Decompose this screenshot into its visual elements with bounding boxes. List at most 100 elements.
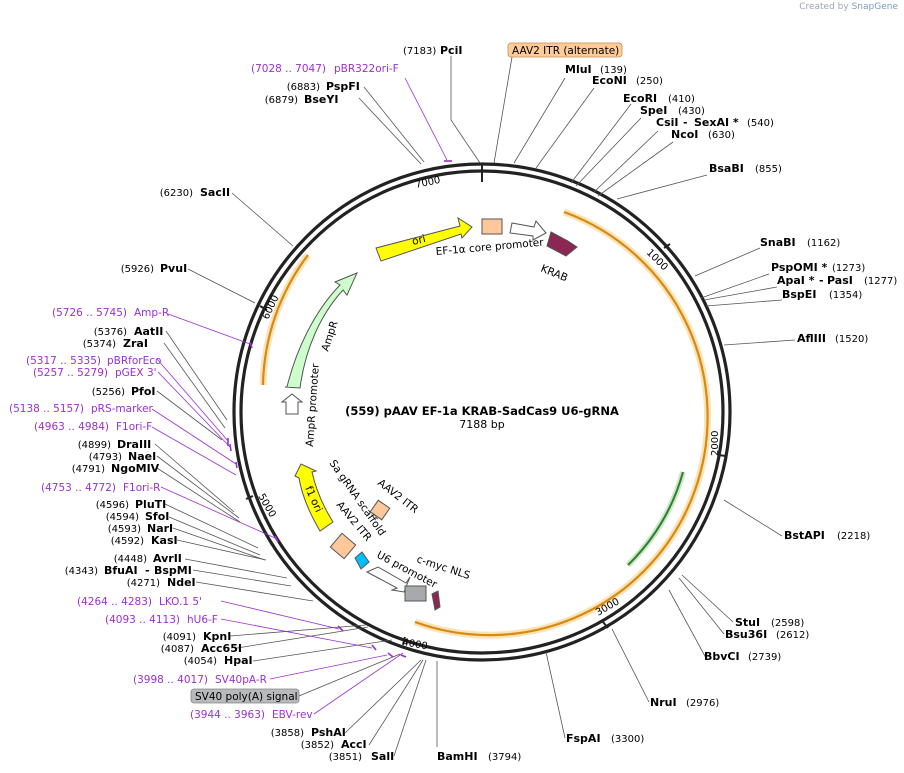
primer-range-pgex3: (5257 .. 5279) — [33, 367, 108, 379]
site-pos-bbvci: (2739) — [748, 652, 781, 663]
f1-ori-arrow — [294, 463, 334, 532]
site-pos-econi: (250) — [636, 76, 663, 87]
site-pos-pfoi: (5256) — [92, 387, 125, 398]
primer-range-f1ori-f: (4963 .. 4984) — [34, 421, 109, 433]
site-pos-pshai: (3858) — [271, 728, 304, 739]
aav2-itr-alt-label: AAV2 ITR (alternate) — [512, 45, 619, 57]
ori-arrow — [375, 216, 473, 262]
snapgene-logo: SnapGene — [851, 2, 898, 12]
ef1a-arrow — [509, 219, 547, 241]
cmyc-arrow — [431, 590, 441, 611]
ampr-promoter-arrow — [280, 393, 304, 415]
site-pos-bsabi: (855) — [755, 164, 782, 175]
site-pluti: PluTI — [135, 498, 166, 511]
site-apai: ApaI * — [777, 274, 815, 287]
primer-labels: (7028 .. 7047) pBR322ori-F (5726 .. 5745… — [9, 63, 399, 721]
site-sali: SalI — [371, 750, 394, 763]
site-snabi: SnaBI — [760, 236, 796, 249]
site-pos-pspfi: (6883) — [287, 82, 320, 93]
site-pos-fspai: (3300) — [611, 734, 644, 745]
site-pos-draiii: (4899) — [78, 440, 111, 451]
site-pos-aatii: (5376) — [94, 327, 127, 338]
site-bamhi: BamHI — [437, 750, 478, 763]
site-ecori: EcoRI — [623, 92, 657, 105]
site-pos-ngomiv: (4791) — [72, 464, 105, 475]
site-pos-nari: (4593) — [108, 524, 141, 535]
site-pos-kasi: (4592) — [111, 536, 144, 547]
site-spei: SpeI — [640, 104, 667, 117]
aav2-itr-alt-leader — [493, 56, 513, 164]
site-pos-spei: (430) — [678, 106, 705, 117]
primer-pbr322ori-f: pBR322ori-F — [334, 63, 399, 75]
site-hpai: HpaI — [224, 654, 253, 667]
krab-label: KRAB — [539, 263, 570, 285]
site-ncoi: NcoI — [671, 128, 698, 141]
primer-leader-lines — [151, 77, 448, 715]
site-nari: NarI — [147, 522, 173, 535]
primer-range-pbrforeco: (5317 .. 5335) — [26, 355, 101, 367]
site-mlui: MluI — [565, 63, 592, 76]
sv40-polya-leader — [298, 653, 401, 697]
sa-grna-arrow — [354, 551, 370, 570]
site-ndei: NdeI — [167, 576, 196, 589]
site-pcii: PciI — [440, 44, 462, 57]
site-sacii: SacII — [200, 186, 230, 199]
site-bsabi: BsaBI — [709, 162, 744, 175]
primer-range-sv40pa-r: (3998 .. 4017) — [133, 674, 208, 686]
site-pos-zrai: (5374) — [83, 339, 116, 350]
u6-promoter-arrow — [365, 566, 411, 593]
site-pos-ecori: (410) — [668, 94, 695, 105]
site-pos-sali: (3851) — [329, 752, 362, 763]
primer-ebv-rev: EBV-rev — [272, 709, 313, 721]
primer-range-prs-marker: (5138 .. 5157) — [9, 403, 84, 415]
site-pspfi: PspFI — [326, 80, 360, 93]
site-bbvci: BbvCI — [704, 650, 740, 663]
primer-sv40pa-r: SV40pA-R — [215, 674, 267, 686]
site-pos-pasi: (1277) — [864, 276, 897, 287]
primer-range-lko15: (4264 .. 4283) — [77, 596, 152, 608]
site-pos-pluti: (4596) — [96, 500, 129, 511]
site-pos-bspei: (1354) — [829, 290, 862, 301]
aav2-itr-box-2 — [329, 532, 357, 560]
site-pfoi: PfoI — [131, 385, 156, 398]
site-pspomi: PspOMI * — [771, 261, 828, 274]
site-bseyi: BseYI — [304, 93, 338, 106]
site-pos-acci: (3852) — [301, 740, 334, 751]
primer-f1ori-f: F1ori-F — [116, 421, 152, 433]
site-csii: CsiI — [656, 116, 678, 129]
site-dash-3: - — [145, 564, 150, 577]
aav2-itr-alt-badge — [507, 42, 623, 58]
site-nrui: NruI — [650, 696, 677, 709]
site-pos-ncoi: (630) — [708, 130, 735, 141]
primer-lko15: LKO.1 5' — [159, 596, 202, 608]
site-pos-bsu36i: (2612) — [776, 630, 809, 641]
site-pos-bamhi: (3794) — [488, 752, 521, 763]
primer-pbrforeco: pBRforEco — [107, 355, 161, 367]
primer-f1ori-r: F1ori-R — [123, 482, 160, 494]
creator-credit: Created by SnapGene — [799, 2, 898, 12]
primer-prs-marker: pRS-marker — [91, 403, 154, 415]
site-pos-pvui: (5926) — [121, 264, 154, 275]
site-pos-pcii: (7183) — [403, 46, 436, 57]
plasmid-title: (559) pAAV EF-1a KRAB-SadCas9 U6-gRNA — [345, 404, 619, 418]
ef1a-label: EF-1α core promoter — [435, 237, 545, 258]
site-naei: NaeI — [128, 450, 156, 463]
site-pos-hpai: (4054) — [184, 656, 217, 667]
sv40-box — [404, 585, 427, 602]
site-pos-bstapi: (2218) — [837, 531, 870, 542]
site-kasi: KasI — [151, 534, 178, 547]
primer-range-amp-r: (5726 .. 5745) — [52, 307, 127, 319]
site-acc65i: Acc65I — [201, 642, 242, 655]
site-pos-afliii: (1520) — [835, 334, 868, 345]
primer-marks — [227, 160, 452, 658]
ampr-orange-arc-core — [261, 254, 309, 386]
site-dash-1: - — [683, 116, 688, 129]
green-arc-core — [627, 471, 684, 566]
plasmid-length: 7188 bp — [459, 418, 504, 431]
site-pos-sfoi: (4594) — [106, 512, 139, 523]
primer-amp-r: Amp-R — [134, 307, 169, 319]
ef1a-box — [481, 218, 503, 235]
aav2-itr-box-1 — [369, 499, 391, 521]
site-pos-avrii: (4448) — [114, 554, 147, 565]
